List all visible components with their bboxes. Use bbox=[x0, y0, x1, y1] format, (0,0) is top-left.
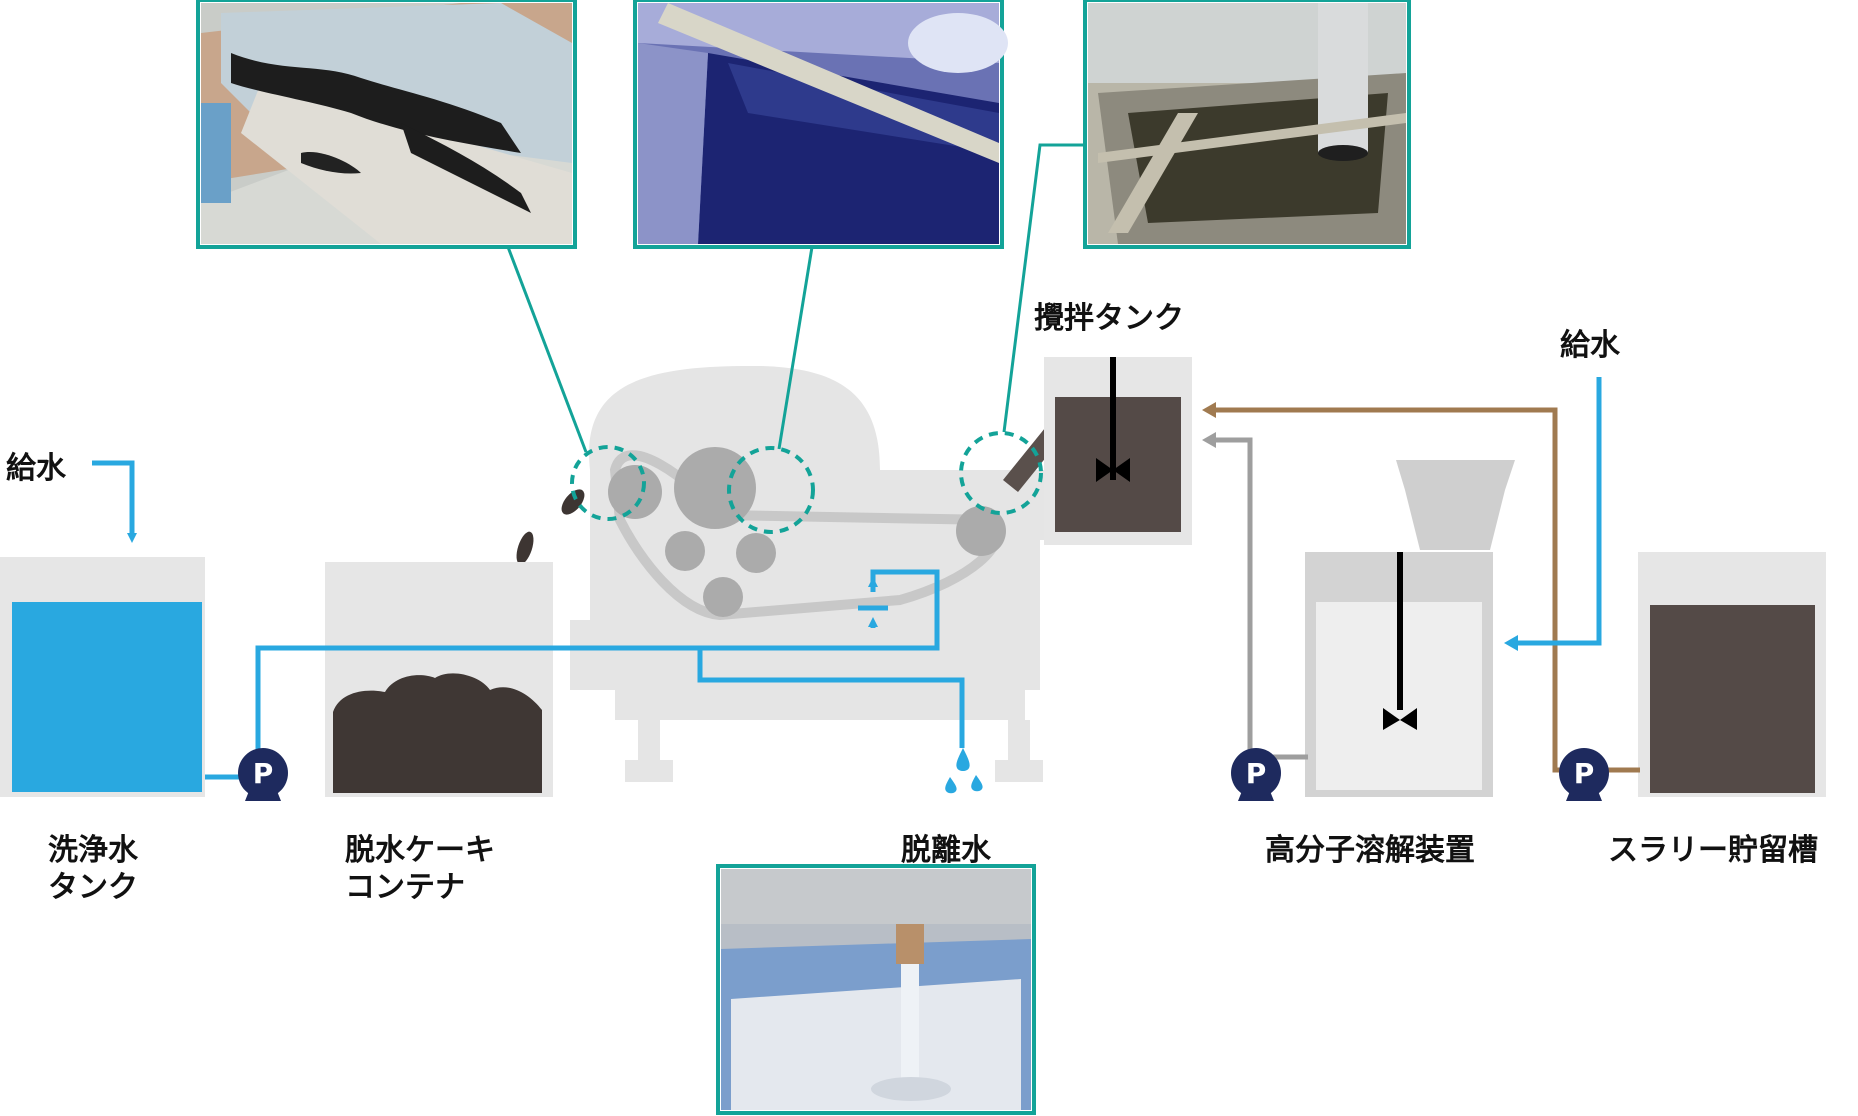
roller bbox=[608, 465, 662, 519]
hopper bbox=[1396, 460, 1515, 550]
filtrate-drain-line bbox=[697, 648, 965, 748]
water-supply-line-right bbox=[1516, 377, 1602, 646]
mixing-tank-photo bbox=[1083, 0, 1411, 249]
drum-roller bbox=[674, 447, 756, 529]
callout-line bbox=[506, 246, 588, 453]
mixing-tank-label: 攪拌タンク bbox=[1034, 301, 1184, 336]
filter-belt-photo bbox=[633, 0, 1008, 249]
wash-tank-label-line1: 洗浄水 bbox=[48, 833, 139, 868]
cake-piece bbox=[516, 531, 534, 565]
callout-circle-roller bbox=[570, 445, 646, 521]
water-supply-line-left bbox=[92, 460, 137, 543]
roller bbox=[956, 506, 1006, 556]
wash-spray-line bbox=[255, 569, 940, 760]
agitator-icon bbox=[1096, 458, 1130, 482]
polymer-feed-line bbox=[1214, 437, 1308, 760]
roller-cake-photo bbox=[196, 0, 577, 249]
filtrate-photo bbox=[716, 864, 1036, 1115]
slurry bbox=[1650, 605, 1815, 793]
polymer-unit-label: 高分子溶解装置 bbox=[1265, 833, 1475, 868]
cake-container-label-line2: コンテナ bbox=[345, 870, 465, 905]
dewatered-cake-pile bbox=[333, 673, 542, 793]
water-drop-icon bbox=[945, 748, 983, 794]
svg-text:P: P bbox=[1246, 757, 1267, 790]
mixing-tank-slurry bbox=[1055, 397, 1181, 532]
slurry-tank-label: スラリー貯留槽 bbox=[1608, 833, 1818, 868]
filter-belt bbox=[609, 450, 1004, 621]
water-supply-label-right: 給水 bbox=[1560, 328, 1621, 363]
pump-icon: P bbox=[1231, 748, 1281, 801]
svg-text:P: P bbox=[1574, 757, 1595, 790]
polymer-dissolving-unit bbox=[1305, 460, 1515, 797]
callout-circle-feed bbox=[959, 431, 1043, 515]
cake-container bbox=[325, 562, 553, 797]
pump-icon: P bbox=[238, 748, 288, 801]
roller bbox=[703, 577, 743, 617]
callout-line bbox=[777, 246, 814, 450]
cake-piece bbox=[561, 489, 585, 515]
filtrate-label: 脱離水 bbox=[901, 833, 992, 868]
callouts bbox=[506, 143, 1093, 534]
wash-water-tank bbox=[0, 557, 205, 797]
roller bbox=[736, 533, 776, 573]
wash-tank-label-line2: タンク bbox=[48, 870, 138, 905]
svg-text:P: P bbox=[253, 757, 274, 790]
water-supply-label-left: 給水 bbox=[6, 451, 67, 486]
wash-water bbox=[12, 602, 202, 792]
pump-icon: P bbox=[1559, 748, 1609, 801]
mixing-tank bbox=[1044, 357, 1192, 545]
callout-circle-belt bbox=[727, 446, 815, 534]
roller bbox=[665, 531, 705, 571]
cake-container-label-line1: 脱水ケーキ bbox=[345, 833, 495, 868]
agitator-icon bbox=[1383, 708, 1417, 730]
belt-press-machine bbox=[500, 365, 1060, 782]
slurry-storage-tank bbox=[1638, 552, 1826, 797]
callout-line bbox=[1002, 143, 1093, 433]
